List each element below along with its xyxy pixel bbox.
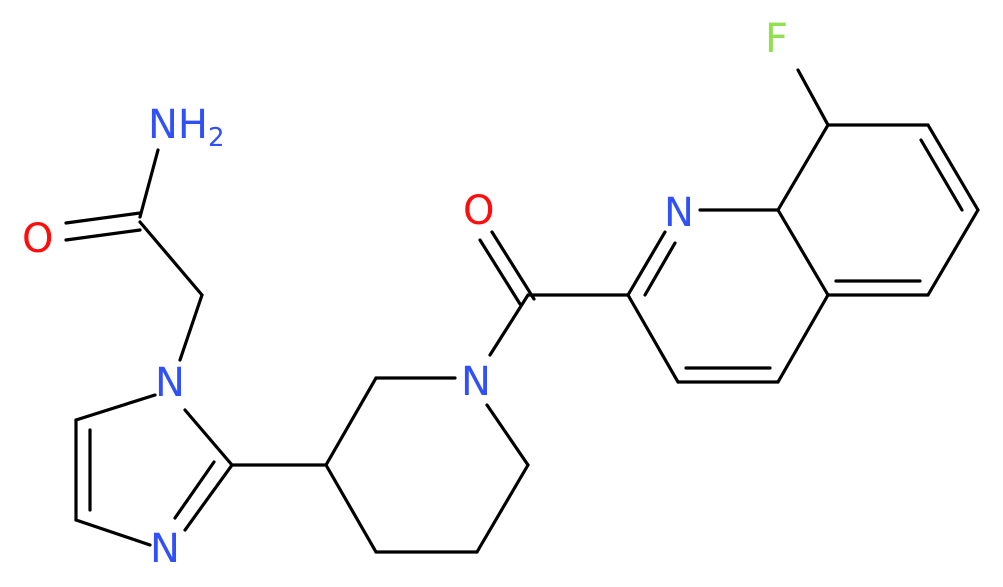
bond-n3-c2	[183, 463, 234, 532]
atom-o-amide: O	[22, 216, 53, 262]
bond-c7-c6	[926, 123, 980, 212]
bond-c4a-c4	[776, 293, 830, 384]
bond-c2-n1	[183, 408, 234, 467]
atom-n-quinoline: N	[664, 190, 694, 236]
bond-p3-p2	[324, 376, 378, 467]
atom-nh2: NH2	[148, 102, 225, 153]
atom-labels: NH2 O N N N O N F	[22, 16, 788, 572]
bond-c4-n3	[74, 518, 152, 547]
atom-n-piperidine: N	[461, 359, 491, 405]
atom-f: F	[765, 16, 788, 62]
bond-n-carbonyl	[488, 293, 530, 357]
amide-bonds	[64, 148, 204, 362]
bond-n3-c2-inner	[173, 460, 216, 520]
bond-c8-f	[796, 68, 830, 127]
bond-c8a-c4a	[776, 208, 830, 297]
bond-carbonyl-o-a	[490, 230, 536, 301]
bond-p4-p3	[324, 463, 378, 554]
bond-ch2-n1	[178, 293, 204, 362]
bond-c-o-amide-b	[64, 228, 142, 242]
carbonyl-bonds	[478, 230, 630, 357]
bond-n1-c5	[74, 393, 157, 422]
imidazole-bonds	[74, 393, 234, 547]
piperidine-bonds	[324, 376, 530, 554]
bond-carbonyl-o-b	[478, 238, 522, 306]
bond-c8a-c8	[776, 123, 830, 212]
bond-c6-c5	[926, 208, 980, 297]
bond-c-n-amide	[138, 148, 160, 219]
bond-c3-q2	[626, 293, 680, 384]
quinoline-benzene-bonds	[776, 68, 980, 297]
bond-c-o-amide-a	[64, 211, 142, 225]
atom-n-imidazole-1: N	[155, 360, 185, 406]
bond-q2-n1-inner	[643, 241, 677, 297]
bond-c7-c6-inner	[919, 138, 964, 212]
bond-n-p6	[485, 403, 530, 467]
atom-n-imidazole-3: N	[150, 526, 180, 572]
bond-c-ch2	[138, 220, 204, 297]
quinoline-pyridine-bonds	[626, 208, 830, 384]
bond-p6-p5	[475, 463, 530, 554]
atom-nh2-subscript: 2	[208, 123, 225, 153]
atom-o-carbonyl: O	[463, 188, 494, 234]
bond-q2-n1	[626, 230, 667, 297]
